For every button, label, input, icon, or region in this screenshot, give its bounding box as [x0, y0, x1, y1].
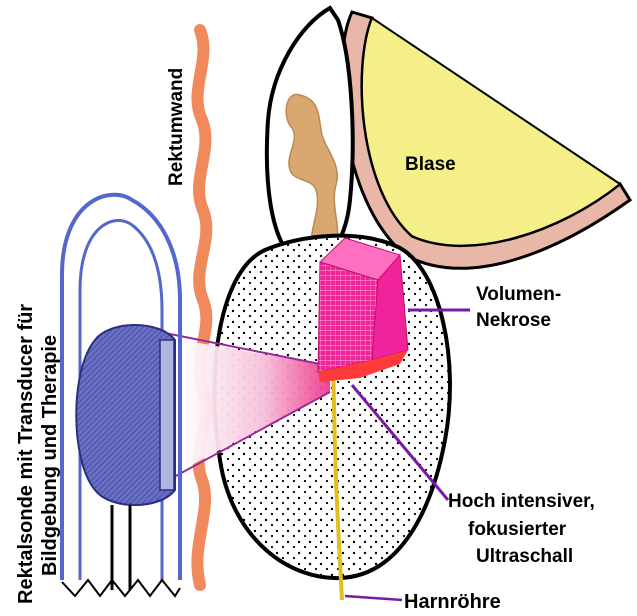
probe-cut-edge: [62, 580, 180, 596]
hifu-label-line3: Ultraschall: [476, 546, 573, 567]
urethra-pointer: [345, 596, 402, 600]
rectal-wall-label: Rektumwand: [166, 68, 187, 186]
urethra-label: Harnröhre: [404, 591, 501, 613]
transducer-face: [160, 340, 174, 490]
hifu-label-line2: fokusierter: [468, 519, 567, 540]
necrosis-label-line2: Nekrose: [476, 310, 551, 331]
rectal-wall: [197, 30, 206, 585]
probe-label-line2: Bildgebung und Therapie: [39, 335, 61, 576]
probe-label-line1: Rektalsonde mit Transducer für: [15, 304, 37, 604]
necrosis-side: [318, 262, 378, 372]
bladder-lumen: [362, 18, 620, 246]
hifu-label-line1: Hoch intensiver,: [448, 491, 595, 512]
bladder-label: Blase: [405, 154, 456, 175]
necrosis-label-line1: Volumen-: [476, 284, 561, 305]
